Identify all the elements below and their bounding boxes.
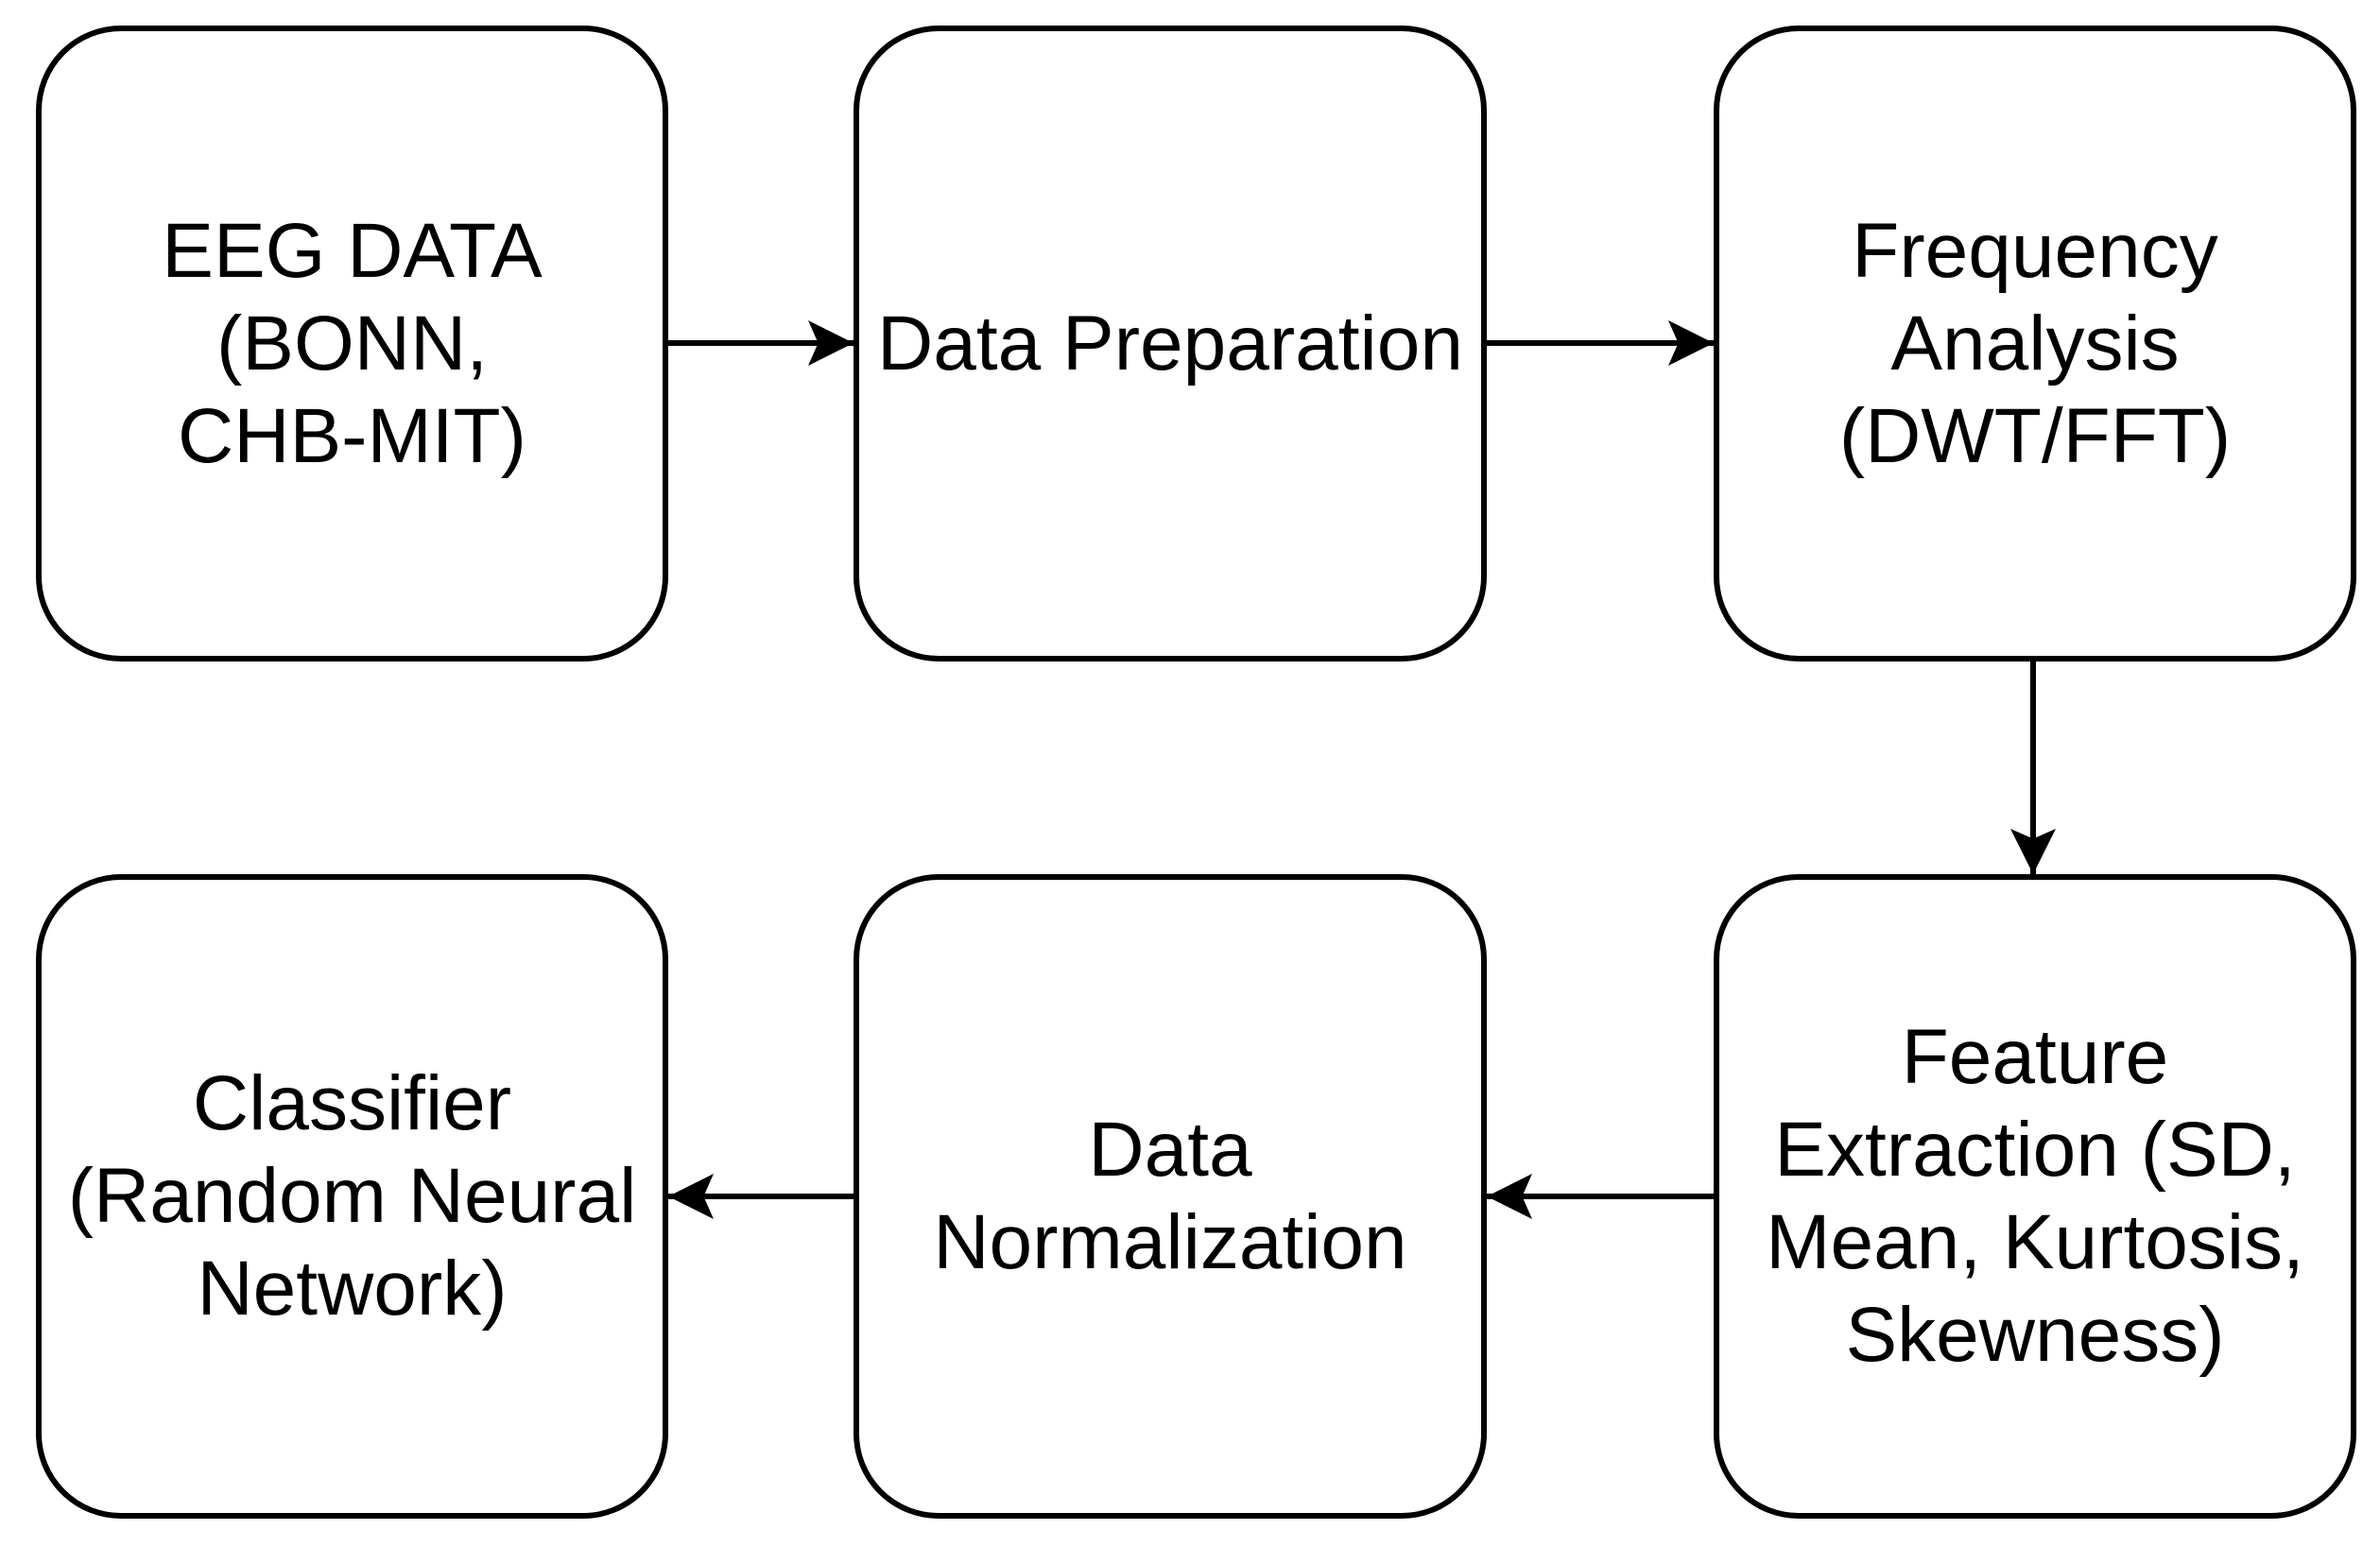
node-eeg-data: EEG DATA(BONN,CHB-MIT) <box>36 26 668 662</box>
node-eeg-data-label: EEG DATA(BONN,CHB-MIT) <box>162 207 543 479</box>
node-data-preparation: Data Preparation <box>854 26 1487 662</box>
node-data-preparation-label: Data Preparation <box>877 300 1463 387</box>
